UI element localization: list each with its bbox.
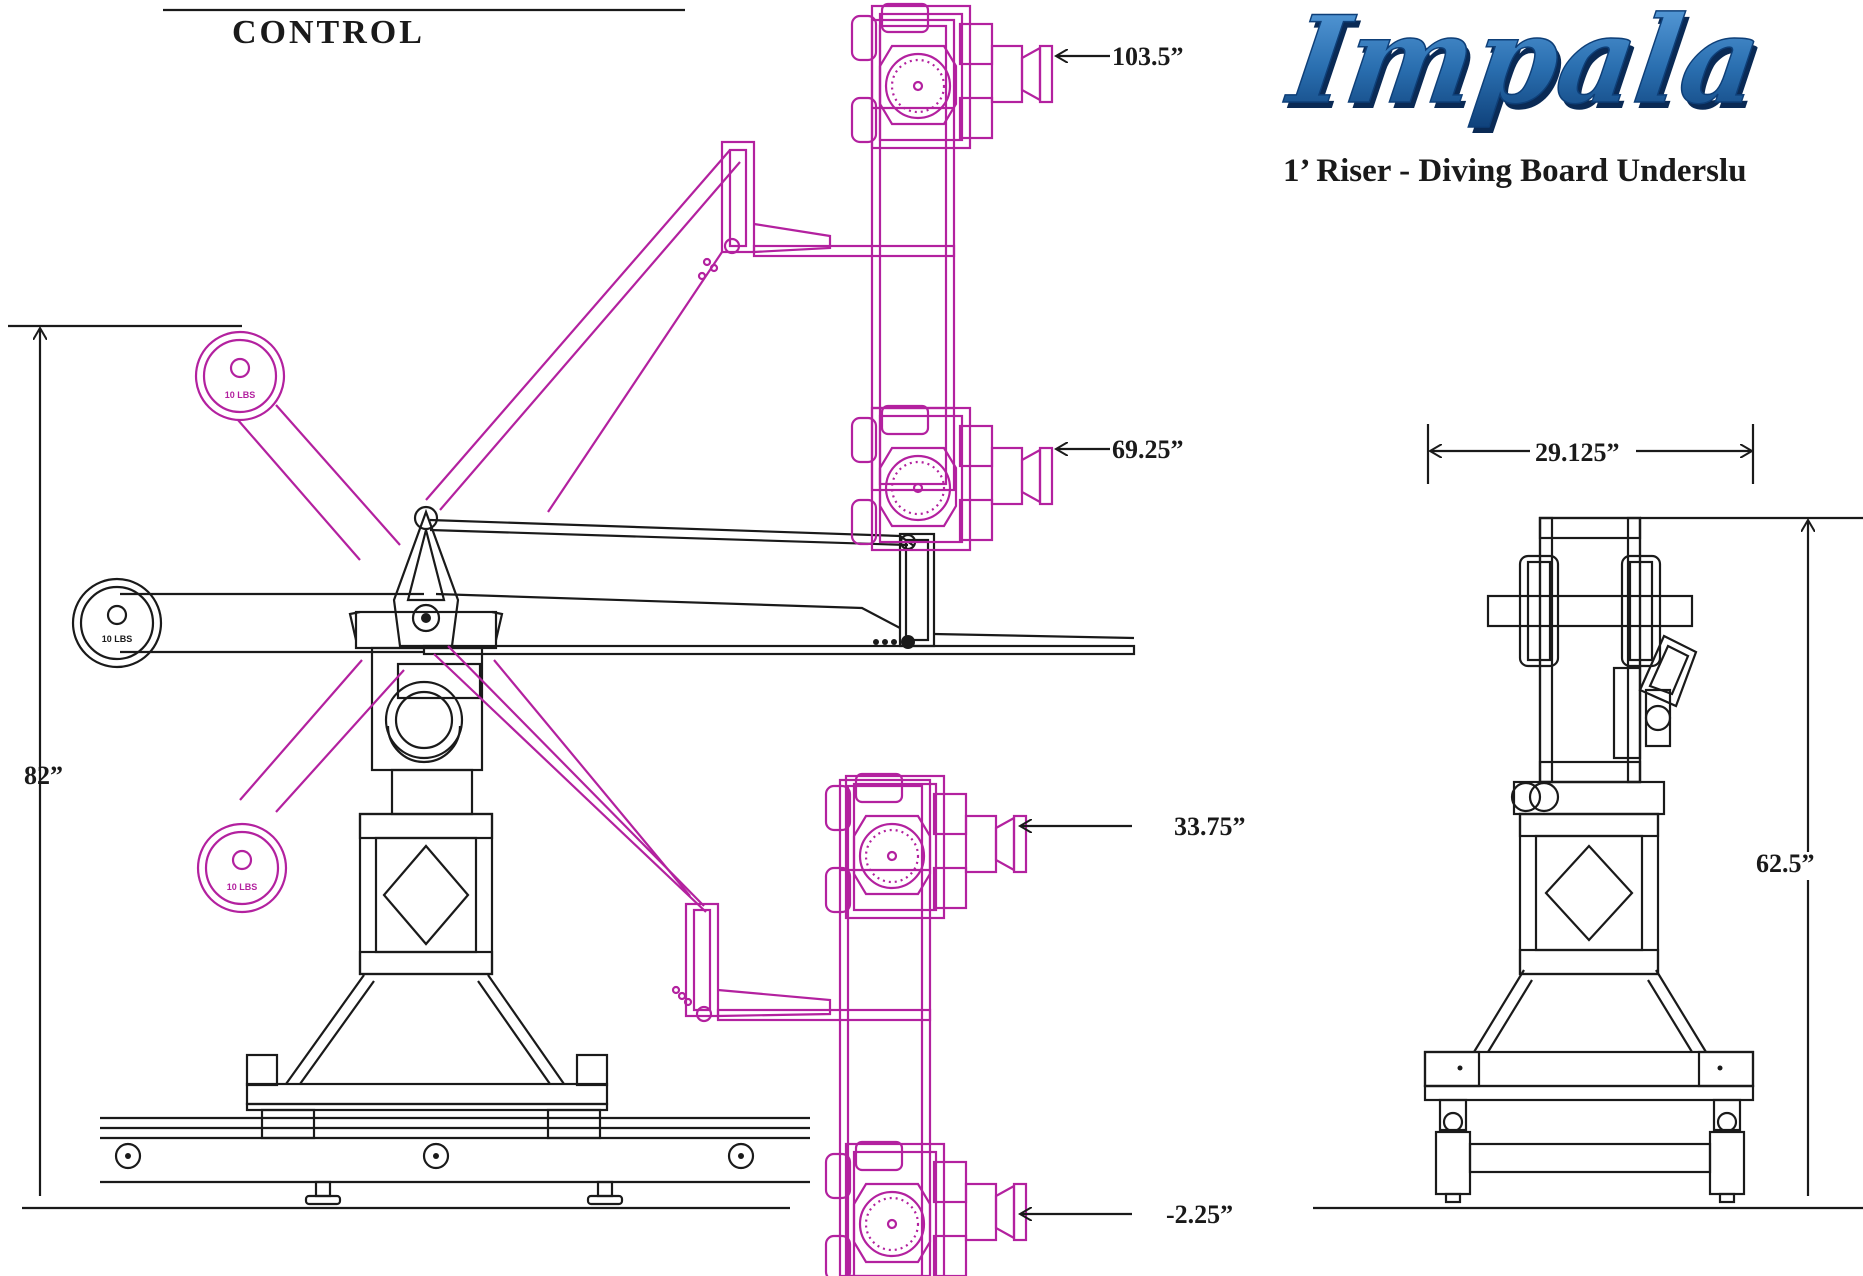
svg-text:10 LBS: 10 LBS bbox=[227, 882, 258, 892]
dolly-track bbox=[100, 1116, 810, 1206]
leveling-foot-2 bbox=[586, 1180, 624, 1206]
upper-column bbox=[870, 18, 956, 492]
height-callout-33: 33.75” bbox=[1022, 812, 1246, 841]
svg-text:10 LBS: 10 LBS bbox=[225, 390, 256, 400]
front-base bbox=[1423, 969, 1755, 1204]
level-arm: 10 LBS bbox=[71, 505, 1136, 669]
overall-height-label: 82” bbox=[24, 761, 63, 790]
leveling-foot-1 bbox=[304, 1180, 342, 1206]
front-upper-frame bbox=[1486, 516, 1698, 784]
front-view: 29.125” 62.5” bbox=[1313, 424, 1863, 1210]
alternate-positions: 10 LBS 10 LBS bbox=[194, 18, 956, 1276]
height-callout-69: 69.25” bbox=[1058, 435, 1184, 464]
overall-height-dimension: 82” bbox=[8, 324, 242, 1196]
side-view: 82” bbox=[8, 2, 1246, 1276]
camera-head-69 bbox=[850, 404, 1054, 552]
logo-shadow: Impala bbox=[1283, 0, 1774, 137]
track-wheel-1 bbox=[114, 1142, 142, 1170]
lower-column bbox=[838, 778, 932, 1276]
impala-logo: Impala Impala bbox=[1278, 0, 1774, 137]
front-height-label: 62.5” bbox=[1756, 849, 1815, 878]
track-wheel-3 bbox=[727, 1142, 755, 1170]
drawing-subtitle: 1’ Riser - Diving Board Underslu bbox=[1283, 153, 1747, 189]
header: CONTROL Impala Impala 1’ Riser - Diving … bbox=[163, 0, 1773, 189]
counterweight-up: 10 LBS bbox=[194, 330, 286, 422]
counterweight-label: 10 LBS bbox=[102, 634, 133, 644]
svg-text:-2.25”: -2.25” bbox=[1166, 1200, 1233, 1229]
pan-head bbox=[348, 610, 504, 772]
front-width-label: 29.125” bbox=[1535, 438, 1620, 467]
svg-text:33.75”: 33.75” bbox=[1174, 812, 1246, 841]
camera-head-33 bbox=[824, 772, 1028, 920]
track-wheel-2 bbox=[422, 1142, 450, 1170]
camera-head-103 bbox=[850, 2, 1054, 150]
dolly-base bbox=[245, 974, 609, 1140]
front-height-dimension: 62.5” bbox=[1640, 516, 1863, 1196]
counterweight-down: 10 LBS bbox=[196, 822, 288, 914]
logo-text: Impala bbox=[1279, 0, 1770, 131]
front-riser bbox=[1510, 780, 1666, 976]
riser-column bbox=[358, 768, 494, 976]
width-dimension: 29.125” bbox=[1426, 424, 1755, 484]
control-label: CONTROL bbox=[232, 14, 425, 51]
svg-text:103.5”: 103.5” bbox=[1112, 42, 1184, 71]
height-callout-neg2: -2.25” bbox=[1022, 1200, 1233, 1229]
svg-text:69.25”: 69.25” bbox=[1112, 435, 1184, 464]
camera-head-neg2 bbox=[824, 1140, 1028, 1276]
height-callout-103: 103.5” bbox=[1058, 42, 1184, 71]
